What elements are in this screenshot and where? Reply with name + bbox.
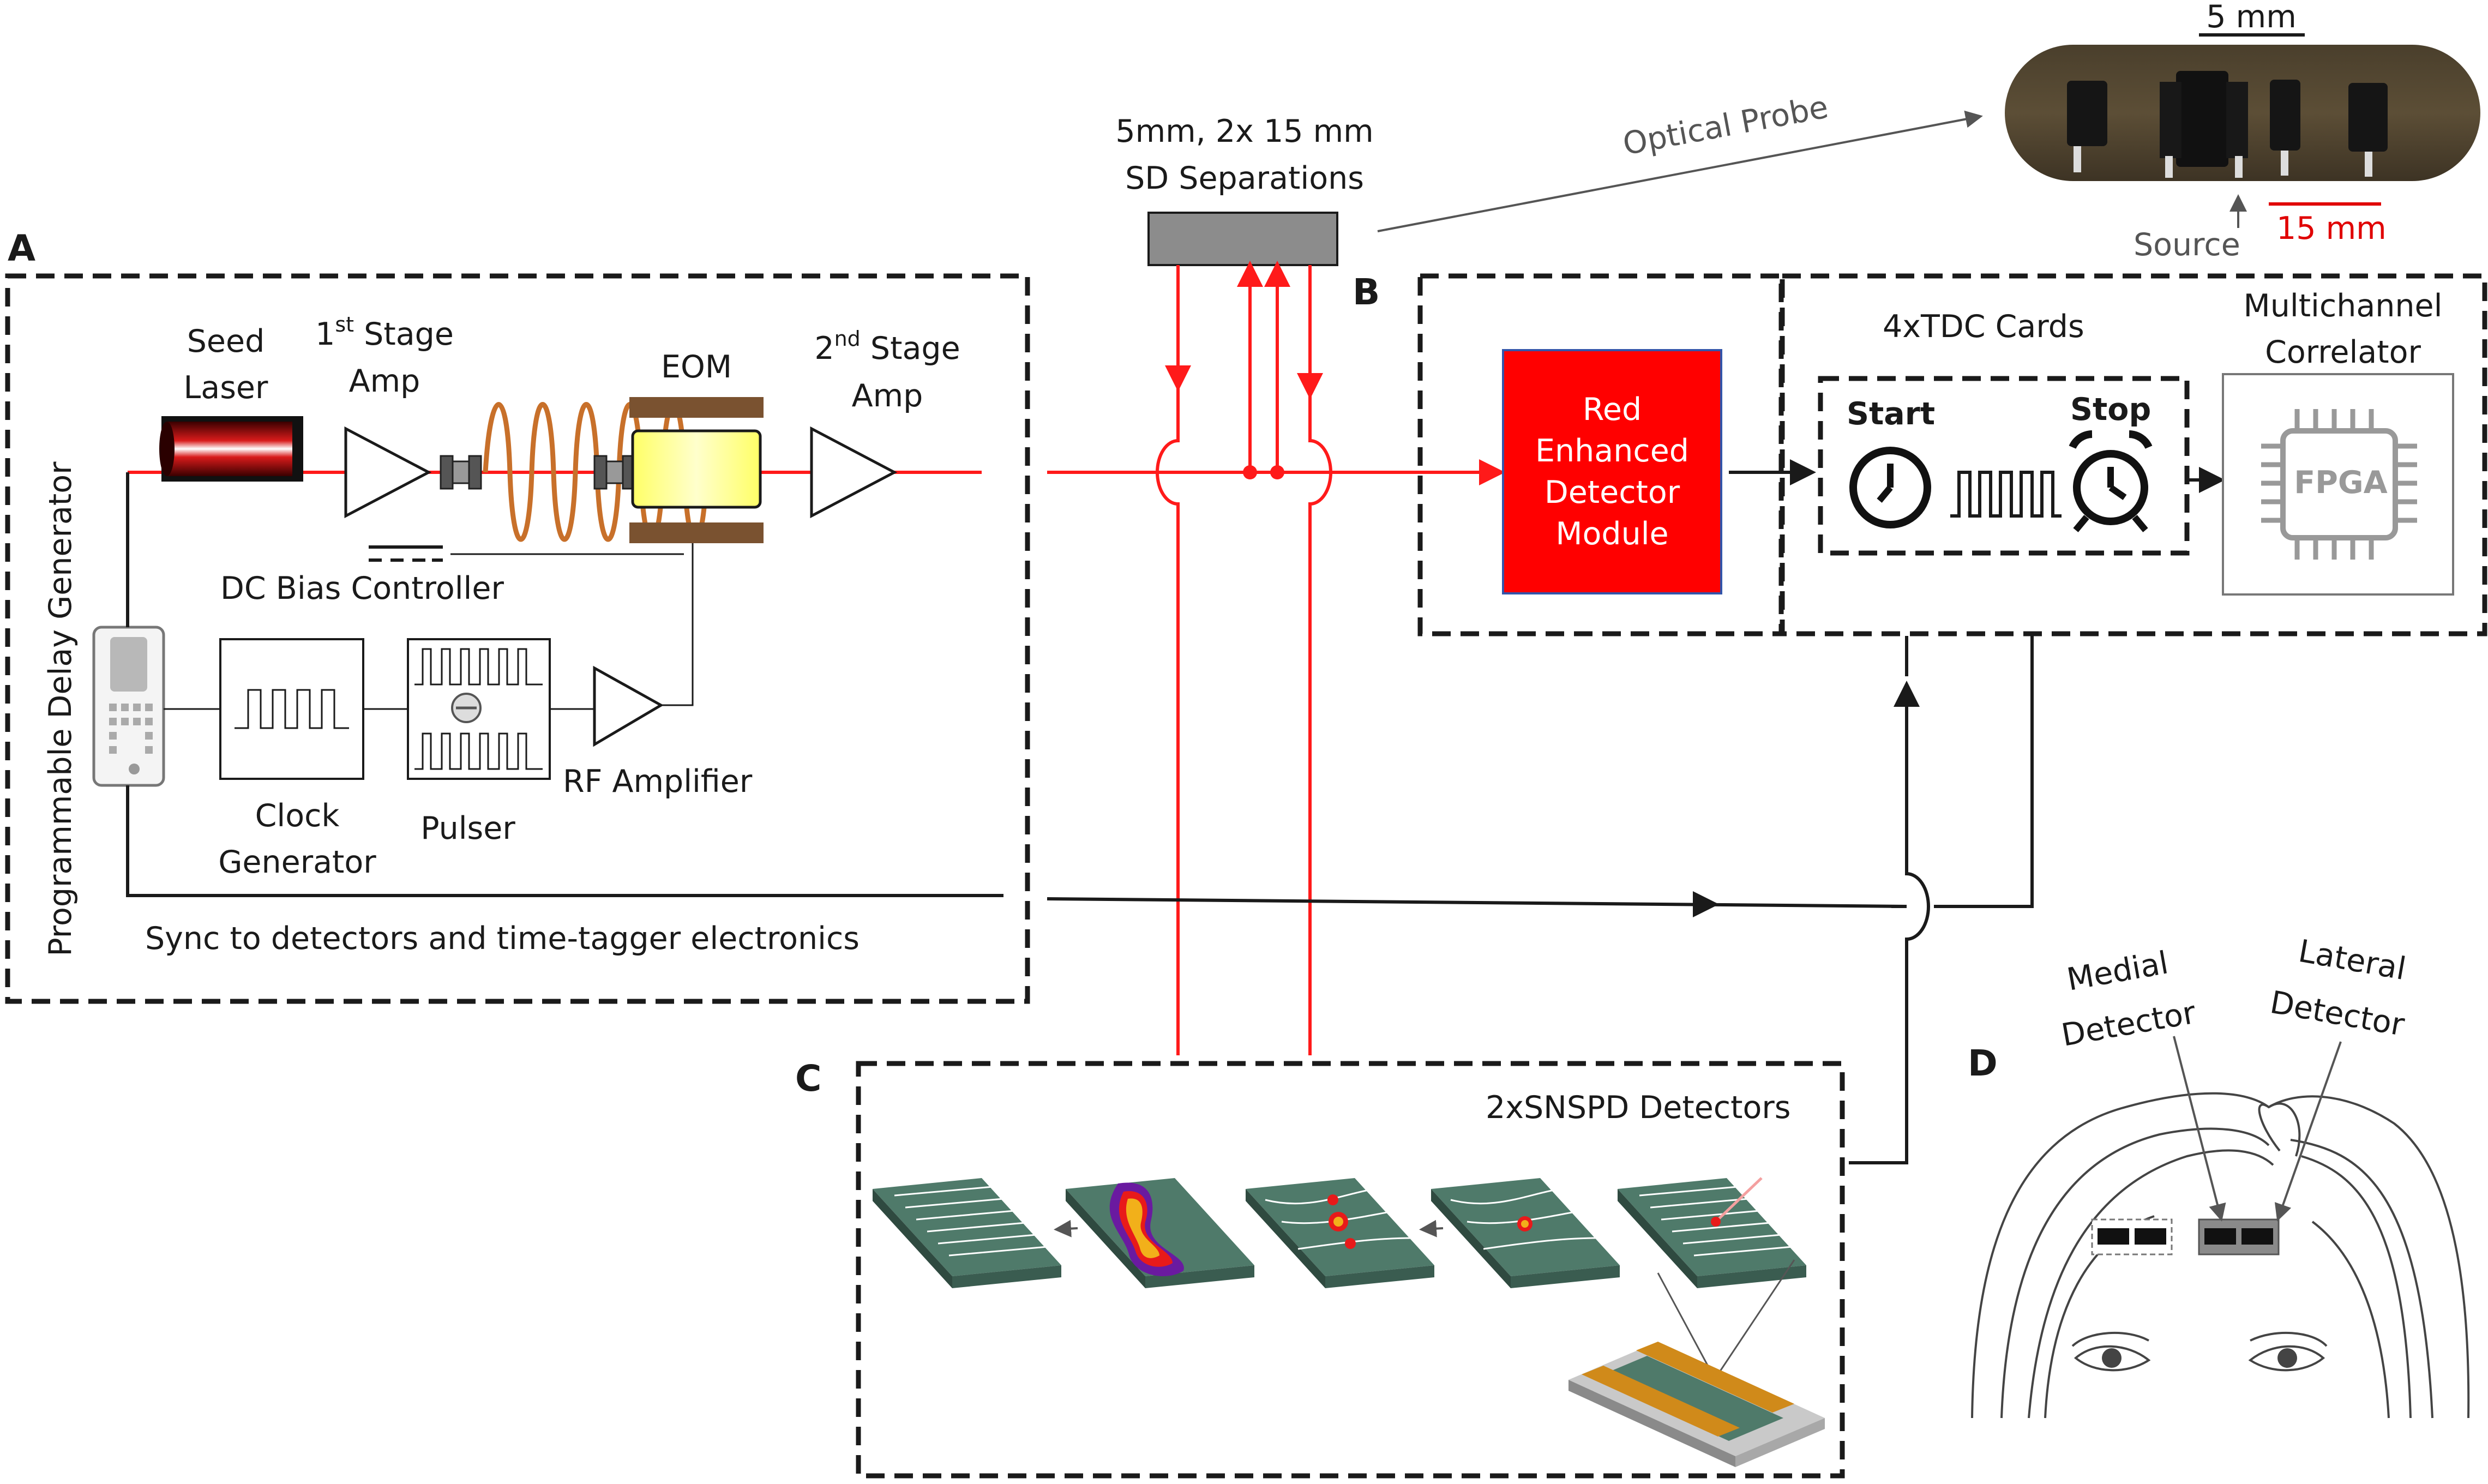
medial-pointer <box>2173 1036 2226 1222</box>
pulser-knob-icon <box>451 693 482 723</box>
tdc-cards-label: 4xTDC Cards <box>1883 309 2084 345</box>
clock-waveform <box>235 689 349 729</box>
svg-text:Detector: Detector <box>1545 474 1680 510</box>
rf-amplifier-triangle <box>593 665 664 747</box>
alarm-clock-icon <box>2069 430 2153 532</box>
lateral-detector-icon <box>2198 1218 2280 1255</box>
panel-b-frame-right <box>1780 273 2487 636</box>
clock-generator-label: Clock <box>255 798 340 834</box>
fpga-label: FPGA <box>2294 465 2388 501</box>
clock-generator-label-2: Generator <box>218 844 376 880</box>
snspd-arrow-2-1 <box>1054 1219 1078 1237</box>
stage1-amp-label-2: Amp <box>349 363 420 399</box>
seed-laser-label-2: Laser <box>184 370 268 406</box>
lateral-detector-label-2: Detector <box>2268 984 2408 1043</box>
stage1-amp-triangle <box>344 426 432 519</box>
stage2-amp-triangle <box>810 426 898 519</box>
fiber-connector-left <box>440 455 482 490</box>
seed-laser-label: Seed <box>187 323 265 359</box>
rf-amplifier-label: RF Amplifier <box>563 764 753 800</box>
seed-laser <box>159 416 303 482</box>
panel-a-frame <box>5 273 1030 1004</box>
c-to-b-line <box>1849 698 1930 1164</box>
dc-bias-symbol <box>369 545 443 562</box>
red-enhanced-detector-module <box>1502 349 1722 594</box>
scale-15mm-label: 15 mm <box>2276 211 2387 247</box>
correlator-label: Multichannel <box>2244 288 2443 324</box>
sd-separation-block <box>1147 212 1338 266</box>
snspd-tile-1 <box>873 1178 1061 1288</box>
sync-line <box>126 785 1003 897</box>
pulser-waveform-top <box>414 648 543 686</box>
panel-a-letter: A <box>8 227 35 269</box>
snspd-zoom-lines <box>1657 1259 1795 1375</box>
stop-label: Stop <box>2070 392 2151 428</box>
medial-detector-label: Medial <box>2064 945 2171 998</box>
red-module-text: Red Enhanced Detector Module <box>1535 392 1689 552</box>
eom <box>629 397 764 543</box>
sync-jump-over <box>1891 636 2034 908</box>
svg-text:Enhanced: Enhanced <box>1535 433 1689 469</box>
start-label: Start <box>1847 396 1935 432</box>
svg-text:Red: Red <box>1583 392 1642 428</box>
optical-probe-photo <box>2005 45 2480 181</box>
pulser-waveform-bottom <box>414 732 543 770</box>
medial-detector-icon <box>2091 1218 2173 1255</box>
sync-line-to-b <box>1047 897 1907 908</box>
panel-c-frame <box>856 1061 1845 1479</box>
snspd-chip <box>1568 1342 1825 1467</box>
fpga-chip-icon <box>2222 373 2454 596</box>
source-label: Source <box>2134 227 2240 263</box>
delay-generator-device <box>92 626 165 787</box>
snspd-tile-2 <box>1066 1178 1254 1288</box>
panel-b-letter: B <box>1353 271 1380 313</box>
right-iris <box>2277 1348 2297 1368</box>
probe-fibers <box>1156 261 1332 1055</box>
tdc-pulse-train <box>1950 471 2062 518</box>
delay-generator-label: Programmable Delay Generator <box>43 461 79 957</box>
panel-d-letter: D <box>1968 1042 1998 1084</box>
correlator-label-2: Correlator <box>2265 334 2421 370</box>
snspd-arrow-4-3 <box>1419 1219 1444 1237</box>
clock-icon <box>1849 447 1931 528</box>
tdc-card-frame <box>1818 376 2190 556</box>
snspd-tile-3 <box>1246 1178 1434 1288</box>
left-iris <box>2102 1348 2122 1368</box>
panel-c-letter: C <box>795 1058 821 1100</box>
snspd-tile-5 <box>1618 1177 1806 1288</box>
head-illustration <box>1971 1092 2470 1419</box>
eom-label: EOM <box>661 349 732 385</box>
pulser-label: Pulser <box>420 810 515 846</box>
optical-probe-arrow <box>1377 110 1983 232</box>
svg-text:Module: Module <box>1555 516 1668 552</box>
stage2-amp-label-2: Amp <box>852 378 923 414</box>
sd-separations-label: 5mm, 2x 15 mm <box>1115 113 1373 149</box>
snspd-title: 2xSNSPD Detectors <box>1486 1090 1790 1126</box>
scale-5mm-label: 5 mm <box>2206 0 2296 35</box>
rf-wire <box>661 543 694 706</box>
sync-label: Sync to detectors and time-tagger electr… <box>145 921 860 957</box>
medial-detector-label-2: Detector <box>2059 995 2199 1054</box>
lateral-detector-label: Lateral <box>2296 933 2409 987</box>
dc-bias-label: DC Bias Controller <box>220 570 504 606</box>
stage2-amp-label: 2nd Stage <box>814 327 960 367</box>
lateral-pointer <box>2274 1041 2342 1222</box>
stage1-amp-label: 1st Stage <box>315 313 454 352</box>
sd-separations-label-2: SD Separations <box>1125 160 1364 196</box>
fiber-connector-right <box>593 455 636 490</box>
snspd-tile-4 <box>1431 1178 1620 1288</box>
clock-generator <box>219 638 364 780</box>
